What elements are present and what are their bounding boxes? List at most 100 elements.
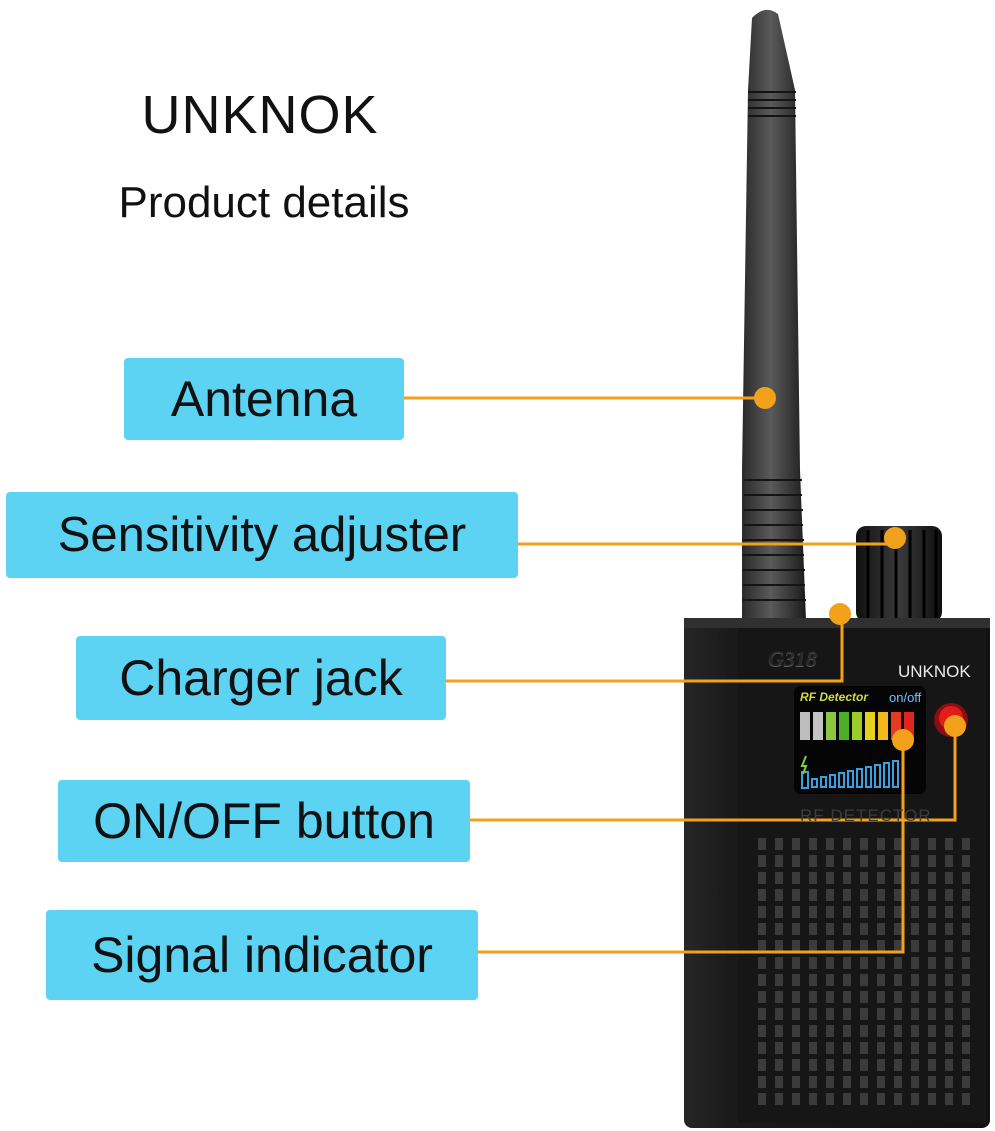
grille-slot — [826, 923, 834, 935]
grille-slot — [843, 855, 851, 867]
grille-slot — [877, 923, 885, 935]
grille-slot — [860, 991, 868, 1003]
screen-onoff-label: on/off — [889, 690, 922, 705]
grille-slot — [860, 1059, 868, 1071]
grille-slot — [792, 906, 800, 918]
grille-slot — [860, 1076, 868, 1088]
grille-slot — [826, 1025, 834, 1037]
grille-slot — [826, 991, 834, 1003]
grille-slot — [928, 1059, 936, 1071]
grille-slot — [809, 838, 817, 850]
grille-slot — [945, 1025, 953, 1037]
grille-slot — [775, 974, 783, 986]
grille-slot — [945, 906, 953, 918]
grille-slot — [945, 940, 953, 952]
grille-slot — [758, 855, 766, 867]
grille-slot — [809, 974, 817, 986]
grille-slot — [877, 906, 885, 918]
grille-slot — [911, 838, 919, 850]
callout-dots — [754, 387, 966, 751]
antenna-callout: Antenna — [124, 358, 404, 440]
grille-slot — [792, 991, 800, 1003]
grille-slot — [843, 889, 851, 901]
grille-slot — [843, 1093, 851, 1105]
charger-jack-callout: Charger jack — [76, 636, 446, 720]
rf-detector-panel-label: RF DETECTOR — [800, 806, 932, 825]
grille-slot — [894, 872, 902, 884]
grille-slot — [877, 1042, 885, 1054]
grille-slot — [843, 923, 851, 935]
grille-slot — [843, 1042, 851, 1054]
onoff-button-callout: ON/OFF button — [58, 780, 470, 862]
grille-slot — [826, 855, 834, 867]
grille-slot — [758, 1093, 766, 1105]
grille-slot — [860, 855, 868, 867]
grille-slot — [775, 872, 783, 884]
grille-slot — [877, 974, 885, 986]
grille-slot — [775, 991, 783, 1003]
grille-slot — [758, 889, 766, 901]
grille-slot — [928, 1008, 936, 1020]
grille-slot — [758, 957, 766, 969]
grille-slot — [928, 906, 936, 918]
grille-slot — [809, 940, 817, 952]
grille-slot — [843, 1008, 851, 1020]
grille-slot — [928, 974, 936, 986]
grille-slot — [894, 1025, 902, 1037]
grille-slot — [894, 991, 902, 1003]
grille-slot — [894, 838, 902, 850]
grille-slot — [877, 940, 885, 952]
grille-slot — [928, 872, 936, 884]
grille-slot — [962, 1059, 970, 1071]
grille-slot — [962, 906, 970, 918]
grille-slot — [962, 1025, 970, 1037]
antenna-rod — [742, 9, 806, 621]
grille-slot — [775, 889, 783, 901]
grille-slot — [826, 974, 834, 986]
grille-slot — [860, 1008, 868, 1020]
grille-slot — [911, 940, 919, 952]
grille-slot — [894, 1008, 902, 1020]
grille-slot — [758, 1059, 766, 1071]
grille-slot — [945, 991, 953, 1003]
grille-slot — [758, 906, 766, 918]
grille-slot — [792, 889, 800, 901]
sensitivity-adjuster-callout: Sensitivity adjuster — [6, 492, 518, 578]
grille-slot — [775, 940, 783, 952]
grille-slot — [962, 838, 970, 850]
product-details-subtitle: Product details — [118, 178, 410, 227]
grille-slot — [962, 872, 970, 884]
grille-slot — [775, 957, 783, 969]
grille-slot — [843, 957, 851, 969]
grille-slot — [945, 1076, 953, 1088]
grille-slot — [877, 1008, 885, 1020]
grille-slot — [809, 855, 817, 867]
grille-slot — [894, 906, 902, 918]
grille-slot — [860, 1042, 868, 1054]
grille-slot — [758, 923, 766, 935]
grille-slot — [928, 838, 936, 850]
grille-slot — [775, 838, 783, 850]
grille-slot — [792, 923, 800, 935]
grille-slot — [962, 991, 970, 1003]
grille-slot — [894, 923, 902, 935]
grille-slot — [775, 1093, 783, 1105]
grille-slot — [758, 940, 766, 952]
grille-slot — [792, 1008, 800, 1020]
grille-slot — [826, 957, 834, 969]
grille-slot — [758, 1025, 766, 1037]
grille-slot — [894, 1076, 902, 1088]
grille-slot — [911, 872, 919, 884]
grille-slot — [962, 923, 970, 935]
grille-slot — [775, 906, 783, 918]
grille-slot — [911, 1042, 919, 1054]
grille-slot — [911, 855, 919, 867]
grille-slot — [911, 991, 919, 1003]
grille-slot — [860, 1093, 868, 1105]
grille-slot — [809, 1076, 817, 1088]
grille-slot — [758, 872, 766, 884]
grille-slot — [894, 855, 902, 867]
grille-slot — [758, 974, 766, 986]
grille-slot — [911, 1059, 919, 1071]
